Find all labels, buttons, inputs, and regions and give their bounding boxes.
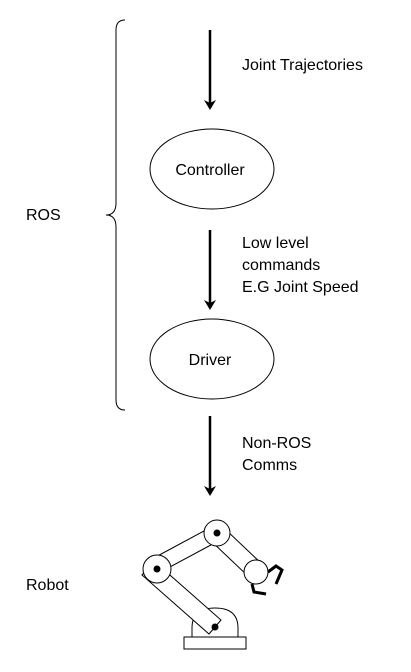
controller-node: Controller: [149, 128, 275, 210]
joint-trajectories-label: Joint Trajectories: [242, 57, 363, 74]
ros-brace: [105, 19, 126, 411]
non-ros-label-line1: Non-ROS: [242, 435, 311, 452]
controller-label: Controller: [175, 162, 245, 179]
robot-label: Robot: [26, 577, 69, 594]
ros-label: ROS: [26, 207, 61, 224]
robot-arm-icon: [141, 519, 284, 650]
low-level-label-line1: Low level: [242, 235, 309, 252]
low-level-label-line3: E.G Joint Speed: [242, 279, 359, 296]
driver-node: Driver: [149, 318, 275, 400]
low-level-label-line2: commands: [242, 257, 320, 274]
driver-label: Driver: [189, 352, 232, 369]
non-ros-label-line2: Comms: [242, 457, 297, 474]
